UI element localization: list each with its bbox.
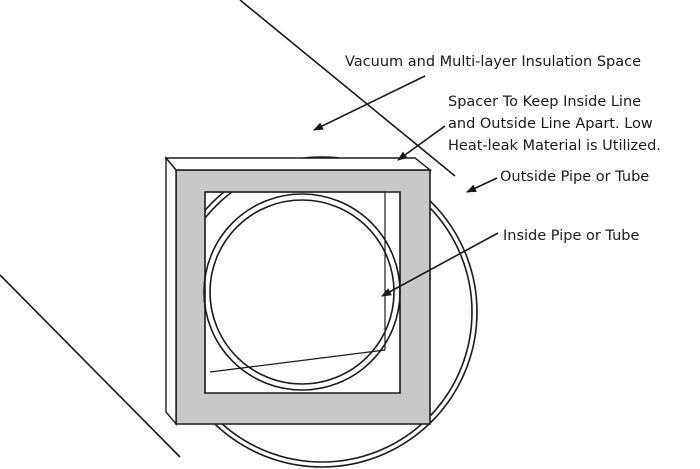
inner-square-edge-bottom (209, 349, 386, 373)
spacer-left-bevel (165, 156, 177, 426)
pipe-perspective-line-lower (0, 274, 181, 458)
label-inside-pipe: Inside Pipe or Tube (503, 228, 640, 244)
label-spacer-line-1: Spacer To Keep Inside Line (448, 94, 642, 110)
label-spacer-line-2: and Outside Line Apart. Low (448, 116, 653, 132)
spacer-top-bevel (164, 157, 432, 171)
arrow-vacuum (313, 75, 426, 131)
inside-pipe-inner-ring (209, 199, 395, 385)
label-outside-pipe: Outside Pipe or Tube (500, 169, 650, 185)
arrow-outside-pipe (466, 177, 498, 193)
arrow-inside-pipe (381, 232, 499, 297)
label-vacuum-insulation: Vacuum and Multi-layer Insulation Space (345, 54, 642, 70)
pipe-perspective-line-upper (239, 0, 456, 177)
inside-pipe-outer-ring (203, 193, 401, 391)
label-spacer-line-3: Heat-leak Material is Utilized. (448, 138, 661, 154)
arrow-spacer (397, 125, 446, 161)
